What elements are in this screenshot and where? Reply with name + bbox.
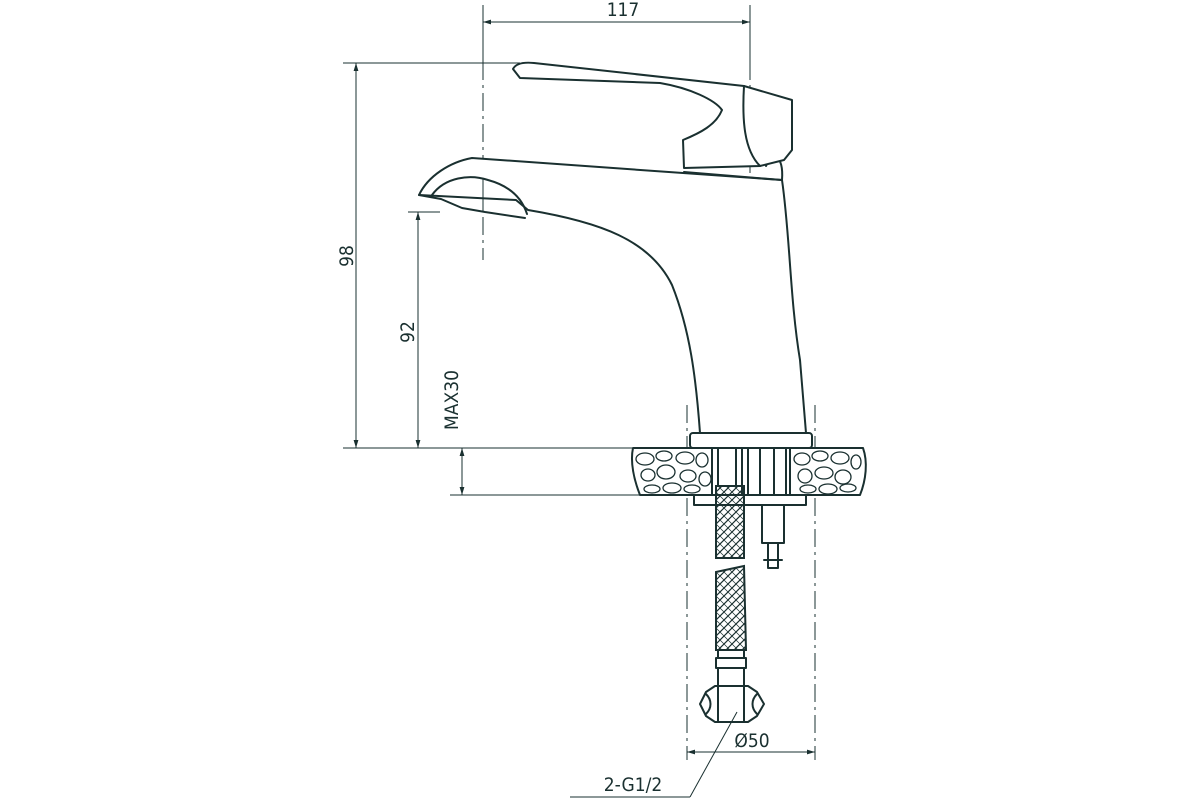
connection-label: 2-G1/2 <box>604 774 663 796</box>
dimension-width: 117 <box>482 0 751 62</box>
dim-height-total-label: 98 <box>336 245 358 267</box>
dimension-total-height: 98 <box>336 62 640 449</box>
dim-width-label: 117 <box>607 0 640 21</box>
dim-max-thickness-label: MAX30 <box>441 370 463 430</box>
faucet-body <box>418 61 807 434</box>
dimension-max-thickness: MAX30 <box>441 370 650 496</box>
dim-hole-diameter-label: Ø50 <box>734 730 769 752</box>
mounting-assembly <box>693 447 807 723</box>
leader-connection: 2-G1/2 <box>570 711 738 798</box>
dimension-spout-height: 92 <box>397 211 440 448</box>
dimension-hole-diameter: Ø50 <box>687 730 815 755</box>
faucet-base-flange <box>689 432 813 449</box>
dim-height-spout-label: 92 <box>397 321 419 343</box>
